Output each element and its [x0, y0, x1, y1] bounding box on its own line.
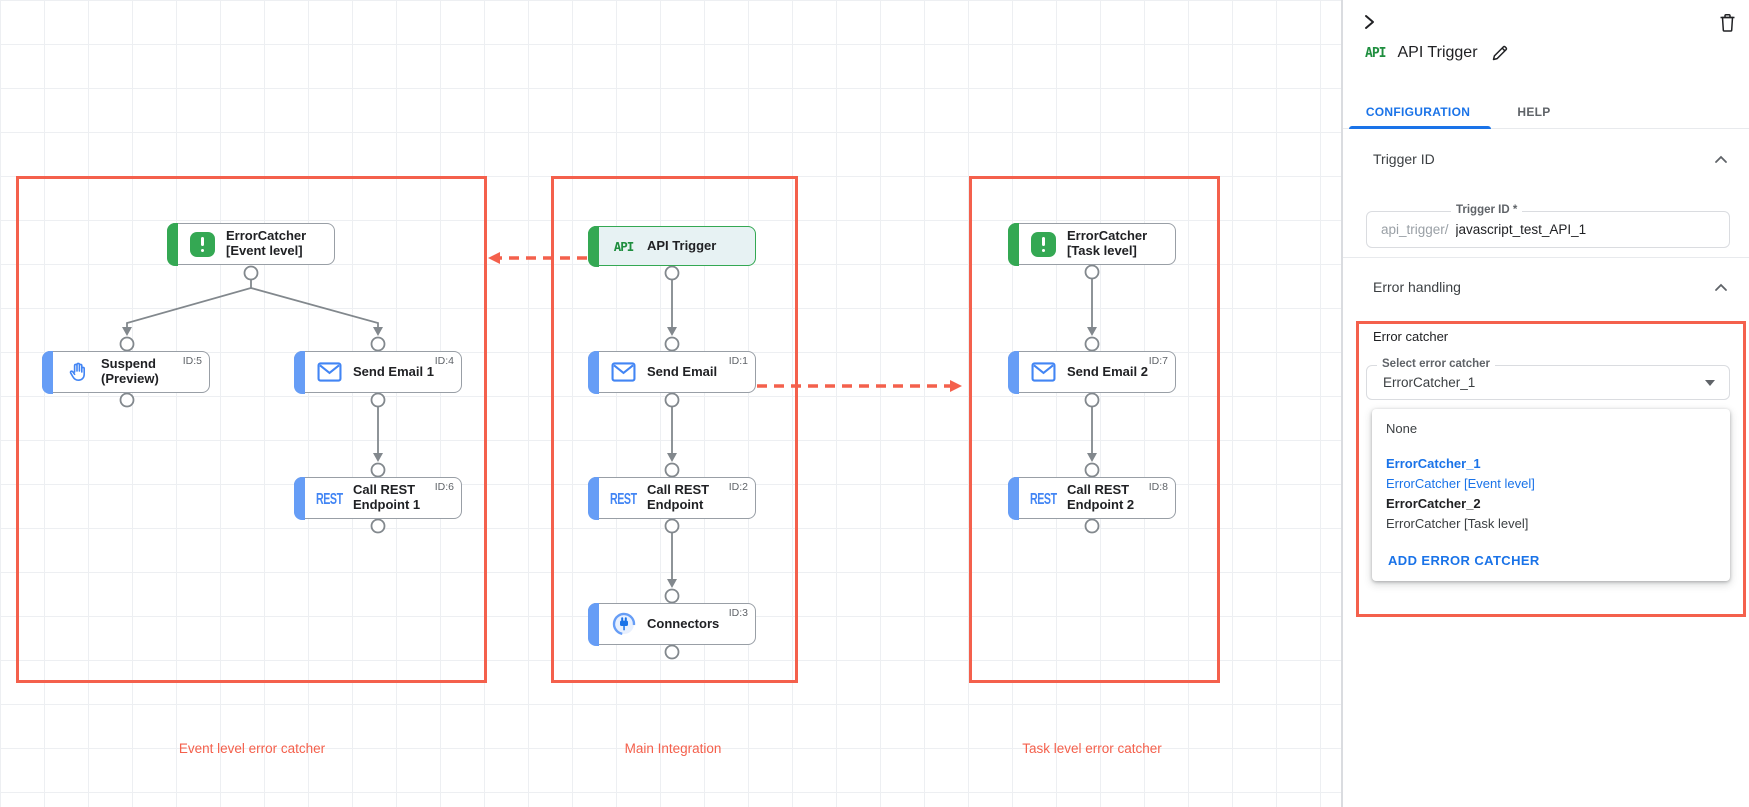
node-id: ID:3 — [728, 607, 748, 619]
node-send-email[interactable]: Send Email ID:1 — [587, 350, 756, 394]
section-title: Trigger ID — [1373, 151, 1435, 167]
node-accent-bar — [587, 602, 599, 646]
panel-header: API API Trigger — [1365, 44, 1509, 62]
config-panel: API API Trigger CONFIGURATION HELP Trigg… — [1342, 0, 1749, 807]
node-send-email-1[interactable]: Send Email 1 ID:4 — [293, 350, 462, 394]
chevron-up-icon[interactable] — [1713, 152, 1729, 173]
chevron-up-icon[interactable] — [1713, 280, 1729, 301]
menu-item-errorcatcher-2-desc[interactable]: ErrorCatcher [Task level] — [1386, 516, 1529, 531]
caption-event-level: Event level error catcher — [178, 741, 326, 756]
error-catcher-icon — [1030, 231, 1057, 257]
rest-icon: REST — [610, 488, 637, 508]
node-label: Send Email — [647, 363, 718, 379]
node-id: ID:4 — [434, 355, 454, 367]
trigger-id-field-label: Trigger ID * — [1451, 204, 1523, 216]
caption-task-level: Task level error catcher — [1022, 741, 1162, 756]
node-accent-bar — [293, 350, 305, 394]
rest-icon: REST — [1030, 488, 1057, 508]
menu-item-errorcatcher-1[interactable]: ErrorCatcher_1 — [1386, 456, 1481, 471]
node-errorcatcher-task[interactable]: ErrorCatcher[Task level] — [1007, 222, 1176, 266]
menu-item-errorcatcher-2[interactable]: ErrorCatcher_2 — [1386, 496, 1481, 511]
suspend-hand-icon — [64, 360, 91, 384]
event-level-group-box — [16, 176, 487, 683]
section-error-handling[interactable]: Error handling — [1343, 279, 1749, 301]
email-icon — [1030, 362, 1057, 382]
node-accent-bar — [587, 476, 599, 520]
connectors-icon — [610, 611, 637, 637]
rest-icon: REST — [316, 488, 343, 508]
node-id: ID:8 — [1148, 481, 1168, 493]
panel-title: API Trigger — [1397, 44, 1478, 61]
node-label: Send Email 2 — [1067, 363, 1148, 379]
email-icon — [610, 362, 637, 382]
api-icon: API — [613, 238, 635, 254]
node-label: Connectors — [647, 615, 720, 631]
main-integration-group-box — [551, 176, 798, 683]
node-accent-bar — [293, 476, 305, 520]
caption-main-integration: Main Integration — [624, 741, 722, 756]
section-title: Error handling — [1373, 279, 1461, 295]
api-trigger-icon: API — [1365, 45, 1387, 61]
menu-item-errorcatcher-1-desc[interactable]: ErrorCatcher [Event level] — [1386, 476, 1535, 491]
email-icon — [316, 362, 343, 382]
node-api-trigger[interactable]: API API Trigger — [587, 225, 756, 267]
node-label: Suspend(Preview) — [101, 356, 159, 386]
tab-help[interactable]: HELP — [1517, 105, 1551, 119]
section-divider — [1343, 257, 1749, 258]
node-accent-bar — [1007, 350, 1019, 394]
dropdown-caret-icon — [1705, 380, 1715, 386]
trigger-id-prefix: api_trigger/ — [1381, 222, 1449, 237]
menu-item-none[interactable]: None — [1386, 421, 1418, 436]
node-label: ErrorCatcher[Event level] — [226, 228, 307, 258]
node-id: ID:1 — [728, 355, 748, 367]
node-connectors[interactable]: Connectors ID:3 — [587, 602, 756, 646]
node-accent-bar — [1007, 222, 1019, 266]
section-trigger-id[interactable]: Trigger ID — [1343, 151, 1749, 173]
error-catcher-icon — [189, 231, 216, 257]
node-accent-bar — [587, 225, 599, 267]
panel-tabs: CONFIGURATION HELP — [1343, 96, 1749, 129]
select-label: Select error catcher — [1377, 358, 1496, 370]
node-id: ID:5 — [182, 355, 202, 367]
node-label: API Trigger — [647, 237, 717, 253]
node-label: ErrorCatcher[Task level] — [1067, 228, 1148, 258]
workflow-canvas[interactable]: ErrorCatcher[Event level] Suspend(Previe… — [0, 0, 1342, 807]
trigger-id-field[interactable]: Trigger ID * api_trigger/ — [1366, 204, 1730, 248]
error-catcher-dropdown-menu: None ErrorCatcher_1 ErrorCatcher [Event … — [1372, 409, 1730, 581]
collapse-panel-button[interactable] — [1357, 10, 1381, 34]
node-accent-bar — [1007, 476, 1019, 520]
node-id: ID:6 — [434, 481, 454, 493]
node-send-email-2[interactable]: Send Email 2 ID:7 — [1007, 350, 1176, 394]
node-label: Send Email 1 — [353, 363, 434, 379]
node-accent-bar — [587, 350, 599, 394]
delete-trigger-button[interactable] — [1715, 10, 1739, 34]
node-id: ID:7 — [1148, 355, 1168, 367]
task-level-group-box — [969, 176, 1220, 683]
edit-title-button[interactable] — [1491, 44, 1509, 62]
trigger-id-input[interactable] — [1455, 222, 1676, 237]
error-catcher-label: Error catcher — [1373, 329, 1449, 344]
error-catcher-annotation-box — [1356, 321, 1746, 617]
node-errorcatcher-event[interactable]: ErrorCatcher[Event level] — [166, 222, 335, 266]
node-accent-bar — [166, 222, 178, 266]
add-error-catcher-button[interactable]: ADD ERROR CATCHER — [1388, 553, 1540, 568]
node-suspend[interactable]: Suspend(Preview) ID:5 — [41, 350, 210, 394]
node-accent-bar — [41, 350, 53, 394]
active-tab-underline — [1349, 126, 1491, 129]
select-error-catcher[interactable]: Select error catcher ErrorCatcher_1 — [1366, 358, 1730, 400]
node-id: ID:2 — [728, 481, 748, 493]
tab-configuration[interactable]: CONFIGURATION — [1343, 96, 1493, 129]
select-value: ErrorCatcher_1 — [1383, 375, 1476, 390]
